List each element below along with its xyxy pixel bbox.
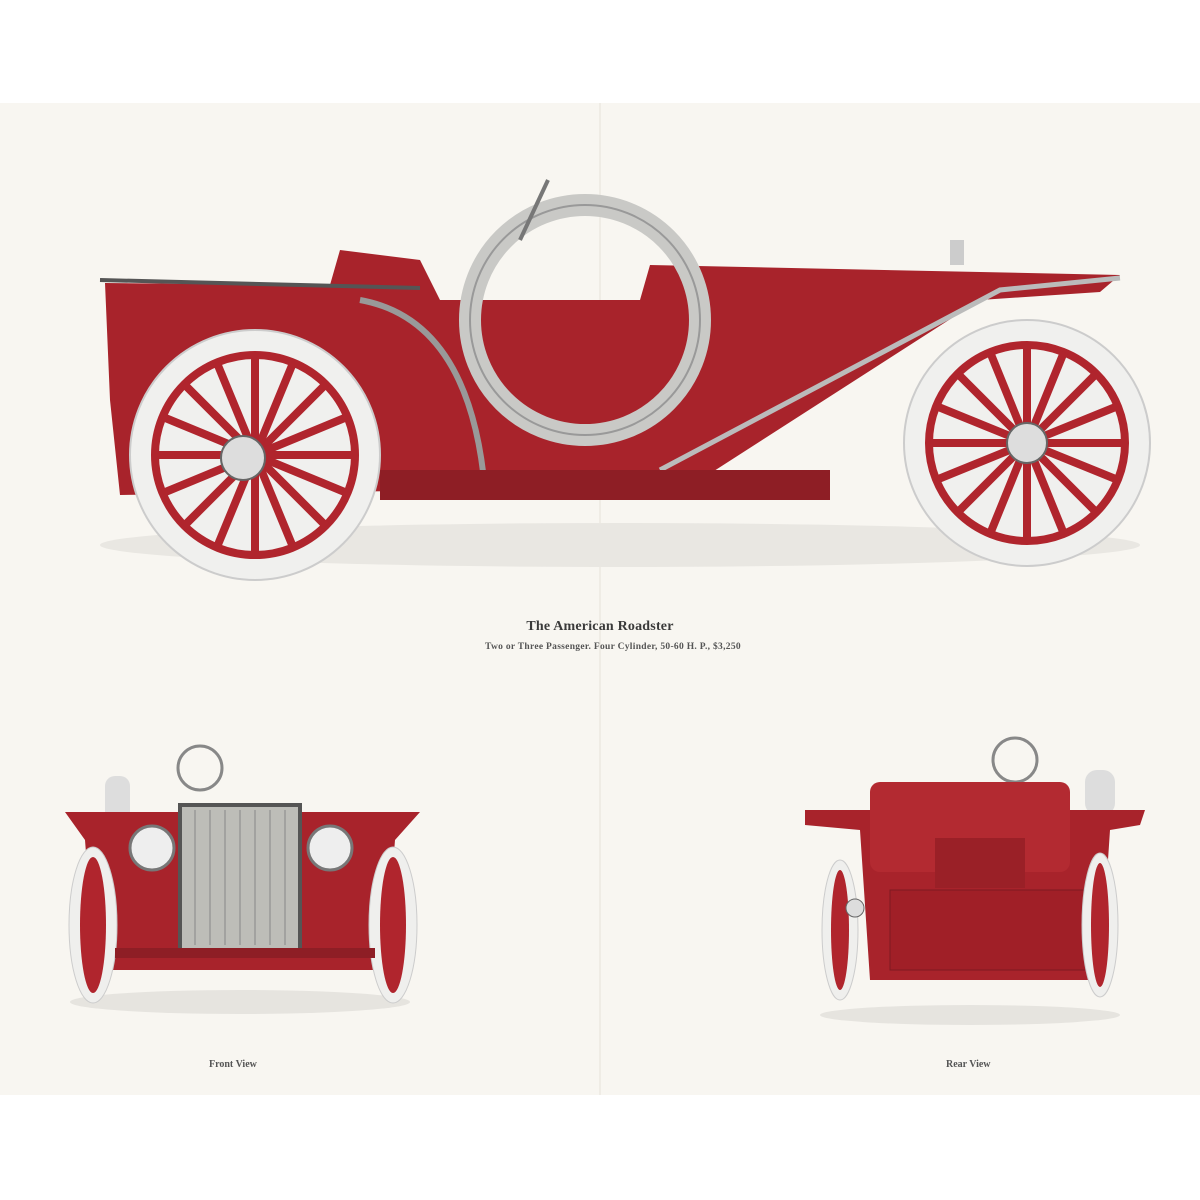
plate-title: The American Roadster <box>526 619 674 634</box>
rear-wheel <box>129 329 381 581</box>
rear-view-caption: Rear View <box>946 1059 991 1070</box>
front-view-caption: Front View <box>209 1059 257 1070</box>
front-wheel <box>903 319 1151 567</box>
roadster-side-view-illustration <box>99 179 1151 581</box>
roadster-rear-view-illustration <box>805 736 1145 1025</box>
roadster-front-view-illustration <box>65 744 420 1014</box>
page-fold <box>599 103 601 1095</box>
plate-subtitle: Two or Three Passenger. Four Cylinder, 5… <box>485 642 741 652</box>
